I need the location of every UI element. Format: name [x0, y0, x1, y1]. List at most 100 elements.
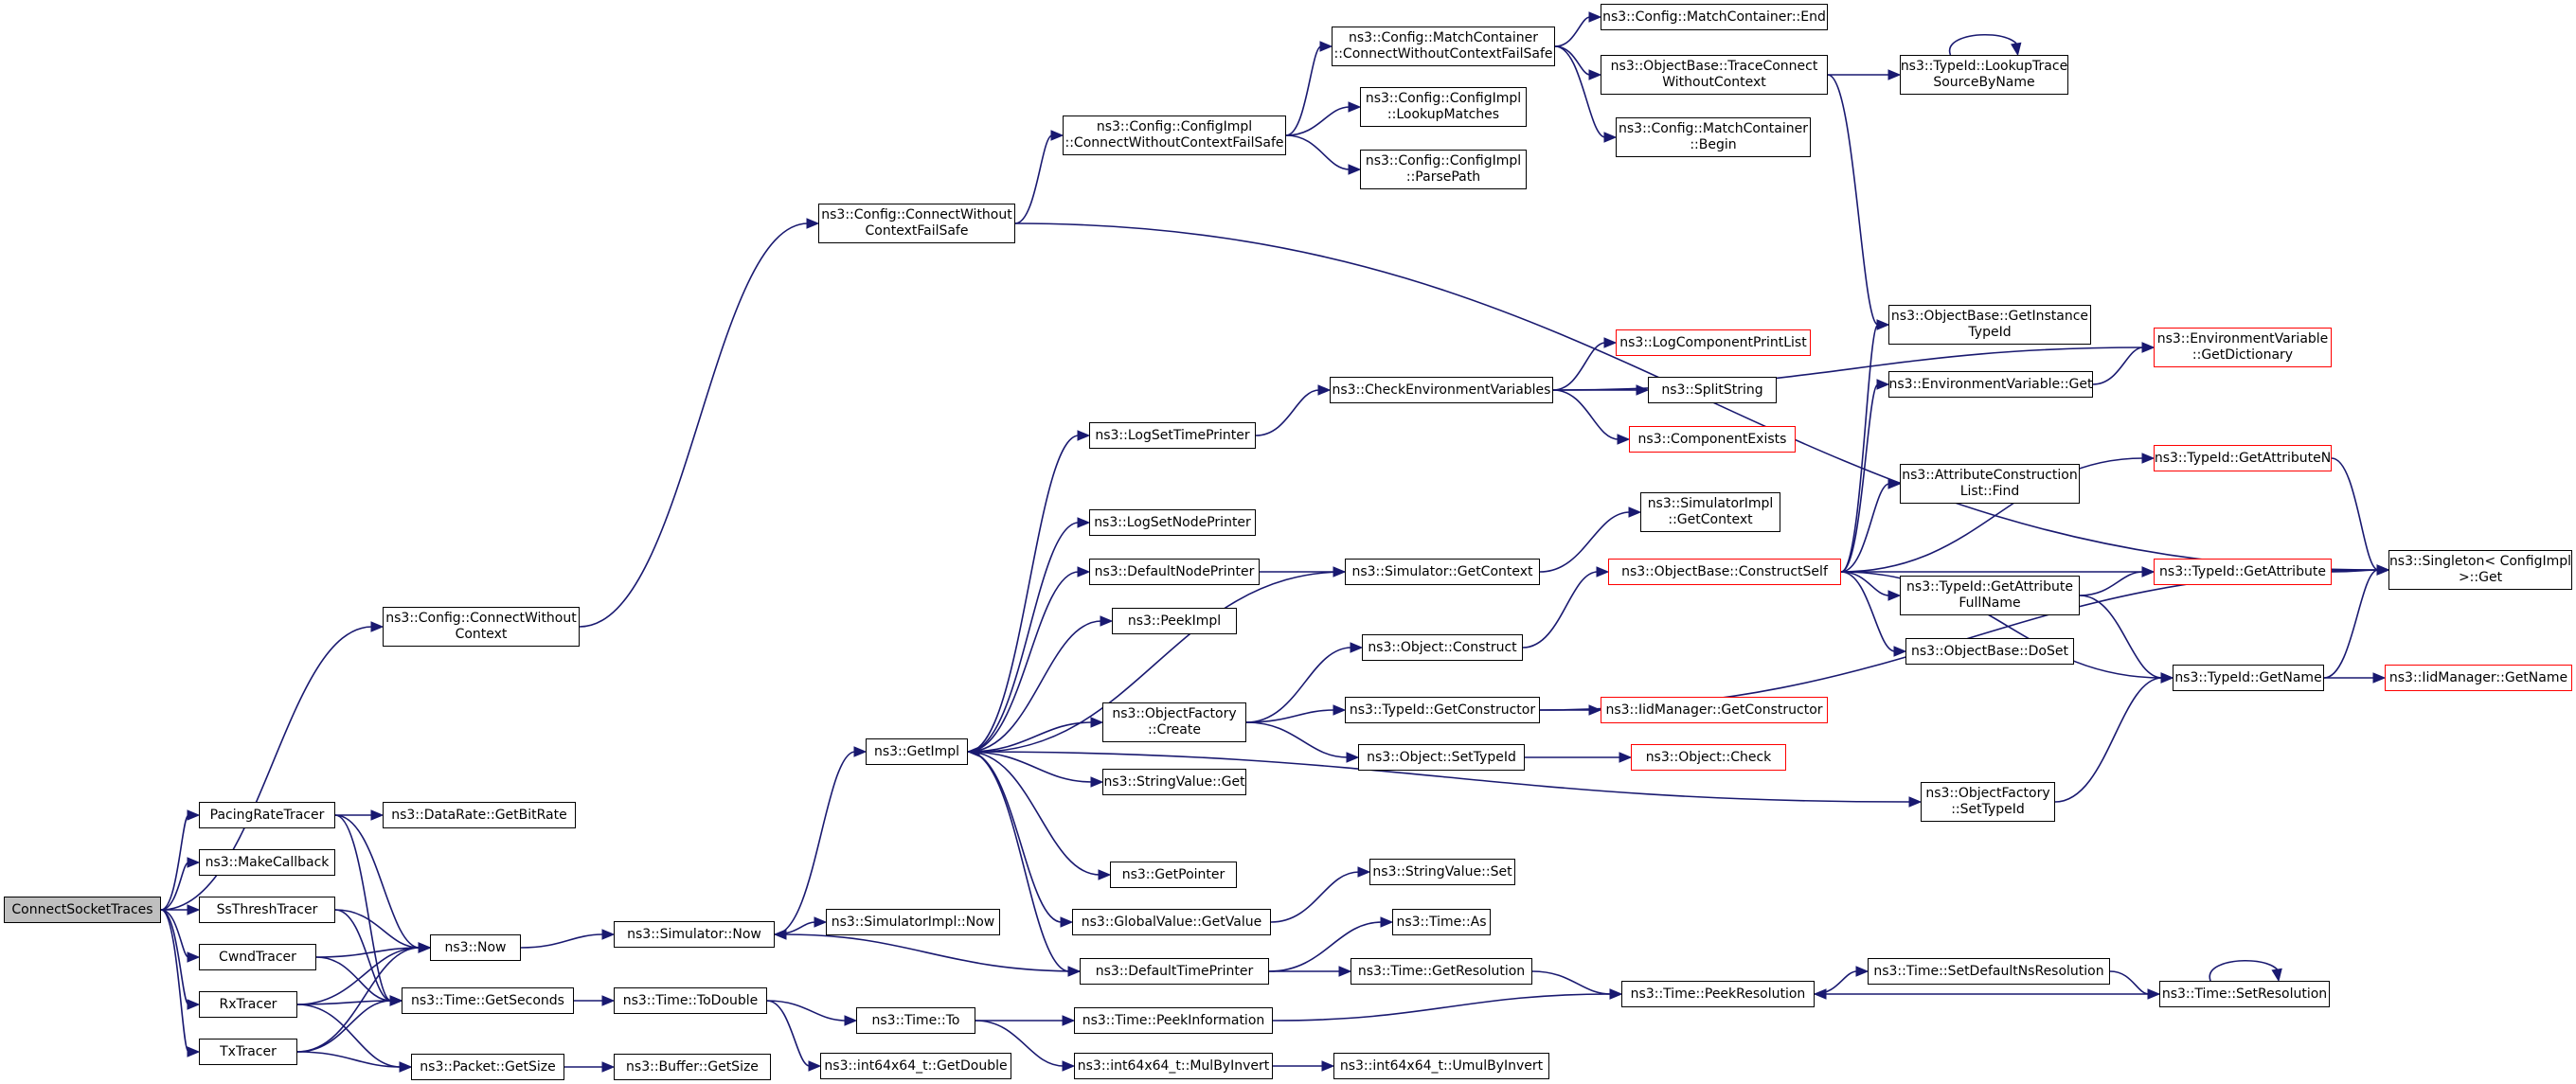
node-getseconds[interactable]: ns3::Time::GetSeconds — [402, 987, 574, 1014]
node-simgetctx[interactable]: ns3::Simulator::GetContext — [1345, 559, 1540, 585]
node-objsettid[interactable]: ns3::Object::SetTypeId — [1358, 744, 1525, 771]
node-getimpl[interactable]: ns3::GetImpl — [866, 738, 968, 765]
node-peekimpl[interactable]: ns3::PeekImpl — [1112, 608, 1237, 634]
node-singleton[interactable]: ns3::Singleton< ConfigImpl>::Get — [2388, 550, 2572, 590]
edge-todouble-to-timeto-arrow — [844, 1015, 858, 1026]
edge-lookuptrace-to-lookuptrace — [1949, 34, 2019, 56]
node-todouble[interactable]: ns3::Time::ToDouble — [614, 987, 767, 1014]
node-objcheck[interactable]: ns3::Object::Check — [1631, 744, 1786, 771]
node-obdoset[interactable]: ns3::ObjectBase::DoSet — [1905, 638, 2074, 665]
node-objfactcreate[interactable]: ns3::ObjectFactory::Create — [1102, 702, 1246, 742]
edge-getimpl-to-logsetnode — [967, 522, 1080, 753]
node-label-line: ns3::PeekImpl — [1127, 613, 1222, 629]
node-label-line: ns3::ObjectBase::GetInstance — [1890, 309, 2089, 324]
node-iidgetctor[interactable]: ns3::IidManager::GetConstructor — [1601, 697, 1828, 723]
edge-mulbyinv-to-umulbyinv-arrow — [1321, 1060, 1335, 1072]
node-pacing[interactable]: PacingRateTracer — [199, 802, 335, 828]
node-getdouble[interactable]: ns3::int64x64_t::GetDouble — [820, 1053, 1011, 1079]
node-objfactsettid[interactable]: ns3::ObjectFactory::SetTypeId — [1921, 782, 2055, 822]
node-tidgetname[interactable]: ns3::TypeId::GetName — [2173, 665, 2324, 691]
node-makecb[interactable]: ns3::MakeCallback — [199, 849, 335, 876]
node-getpointer[interactable]: ns3::GetPointer — [1110, 862, 1237, 888]
node-setdefnsres[interactable]: ns3::Time::SetDefaultNsResolution — [1868, 958, 2110, 985]
node-label-line: ::Begin — [1690, 137, 1737, 152]
edge-getimpl-to-objfactcreate-arrow — [1090, 717, 1104, 728]
node-mcconnect[interactable]: ns3::Config::MatchContainer::ConnectWith… — [1332, 27, 1555, 66]
node-simimplnow[interactable]: ns3::SimulatorImpl::Now — [826, 909, 1000, 935]
edge-objfactcreate-to-objsettid — [1245, 721, 1349, 758]
node-umulbyinv[interactable]: ns3::int64x64_t::UmulByInvert — [1333, 1053, 1549, 1079]
edge-obconstructself-to-attrfind-arrow — [1887, 478, 1902, 489]
node-compexists[interactable]: ns3::ComponentExists — [1629, 426, 1796, 453]
node-timeto[interactable]: ns3::Time::To — [856, 1007, 975, 1034]
edge-obtrace-to-obgetinst — [1827, 74, 1879, 326]
node-logsetnode[interactable]: ns3::LogSetNodePrinter — [1089, 509, 1256, 536]
edge-obconstructself-to-obdoset — [1840, 571, 1896, 652]
edge-getimpl-to-peekimpl-arrow — [1100, 615, 1114, 627]
node-cfgimplconnect[interactable]: ns3::Config::ConfigImpl::ConnectWithoutC… — [1063, 116, 1286, 155]
node-tidgetattr[interactable]: ns3::TypeId::GetAttribute — [2154, 559, 2332, 585]
node-label-line: ns3::CheckEnvironmentVariables — [1332, 382, 1551, 398]
edge-mcconnect-to-mcbegin — [1554, 45, 1606, 138]
node-rx[interactable]: RxTracer — [199, 991, 297, 1018]
node-deftime[interactable]: ns3::DefaultTimePrinter — [1080, 958, 1269, 985]
edge-getimpl-to-strget-arrow — [1090, 776, 1104, 788]
edge-tidgetname-to-singleton-arrow — [2376, 564, 2390, 576]
node-tidgetctor[interactable]: ns3::TypeId::GetConstructor — [1345, 697, 1540, 723]
edge-setdefnsres-to-setres — [2109, 970, 2150, 995]
node-simnow[interactable]: ns3::Simulator::Now — [614, 921, 775, 948]
node-mcend[interactable]: ns3::Config::MatchContainer::End — [1601, 4, 1828, 30]
node-parsepath[interactable]: ns3::Config::ConfigImpl::ParsePath — [1360, 150, 1527, 189]
edge-deftime-to-simnow-arrow — [773, 929, 787, 940]
node-mcbegin[interactable]: ns3::Config::MatchContainer::Begin — [1616, 117, 1811, 157]
node-setres[interactable]: ns3::Time::SetResolution — [2159, 981, 2330, 1007]
node-ssthresh[interactable]: SsThreshTracer — [199, 897, 335, 923]
node-simimplctx[interactable]: ns3::SimulatorImpl::GetContext — [1640, 492, 1780, 532]
node-obconstructself[interactable]: ns3::ObjectBase::ConstructSelf — [1608, 559, 1841, 585]
edge-tidgetname-to-singleton — [2323, 569, 2379, 679]
node-now[interactable]: ns3::Now — [430, 934, 521, 961]
node-objconstruct[interactable]: ns3::Object::Construct — [1362, 634, 1523, 661]
edge-envget-to-envgetdict-arrow — [2141, 342, 2156, 353]
node-cwnd[interactable]: CwndTracer — [199, 944, 316, 970]
node-splitstring[interactable]: ns3::SplitString — [1648, 377, 1777, 403]
node-defnode[interactable]: ns3::DefaultNodePrinter — [1089, 559, 1260, 585]
edge-tidgetattrfull-to-tidgetattr-arrow — [2141, 566, 2156, 578]
node-tx[interactable]: TxTracer — [199, 1039, 297, 1065]
node-mulbyinv[interactable]: ns3::int64x64_t::MulByInvert — [1074, 1053, 1273, 1079]
node-label-line: RxTracer — [219, 996, 277, 1012]
node-peekres[interactable]: ns3::Time::PeekResolution — [1621, 981, 1815, 1007]
node-timeas[interactable]: ns3::Time::As — [1392, 909, 1491, 935]
edge-objfactsettid-to-tidgetname-arrow — [2160, 672, 2174, 684]
node-getres[interactable]: ns3::Time::GetResolution — [1351, 958, 1532, 985]
edge-cwnd-to-now — [315, 947, 420, 958]
node-checkenv[interactable]: ns3::CheckEnvironmentVariables — [1330, 377, 1553, 403]
node-peekinfo[interactable]: ns3::Time::PeekInformation — [1074, 1007, 1273, 1034]
node-logcompprint[interactable]: ns3::LogComponentPrintList — [1616, 329, 1811, 356]
edge-peekinfo-to-peekres — [1272, 993, 1612, 1022]
node-iidgetname[interactable]: ns3::IidManager::GetName — [2385, 665, 2572, 691]
node-getdatarate[interactable]: ns3::DataRate::GetBitRate — [383, 802, 576, 828]
node-label-line: ns3::Time::As — [1396, 914, 1487, 930]
edge-cfgimplconnect-to-mcconnect — [1285, 45, 1322, 136]
node-label-line: ns3::Time::SetResolution — [2161, 986, 2328, 1002]
node-envgetdict[interactable]: ns3::EnvironmentVariable::GetDictionary — [2154, 328, 2332, 367]
node-logsettime[interactable]: ns3::LogSetTimePrinter — [1089, 422, 1256, 449]
node-lookupmatches[interactable]: ns3::Config::ConfigImpl::LookupMatches — [1360, 87, 1527, 127]
node-label-line: ContextFailSafe — [865, 223, 969, 239]
node-tidgetattrn[interactable]: ns3::TypeId::GetAttributeN — [2154, 445, 2332, 471]
node-cst[interactable]: ConnectSocketTraces — [4, 897, 161, 923]
node-pktgetsize[interactable]: ns3::Packet::GetSize — [411, 1054, 564, 1080]
node-globalget[interactable]: ns3::GlobalValue::GetValue — [1072, 909, 1271, 935]
node-strget[interactable]: ns3::StringValue::Get — [1102, 769, 1246, 795]
node-bufgetsize[interactable]: ns3::Buffer::GetSize — [614, 1054, 771, 1080]
node-strset[interactable]: ns3::StringValue::Set — [1369, 859, 1515, 885]
node-envget[interactable]: ns3::EnvironmentVariable::Get — [1888, 371, 2093, 398]
